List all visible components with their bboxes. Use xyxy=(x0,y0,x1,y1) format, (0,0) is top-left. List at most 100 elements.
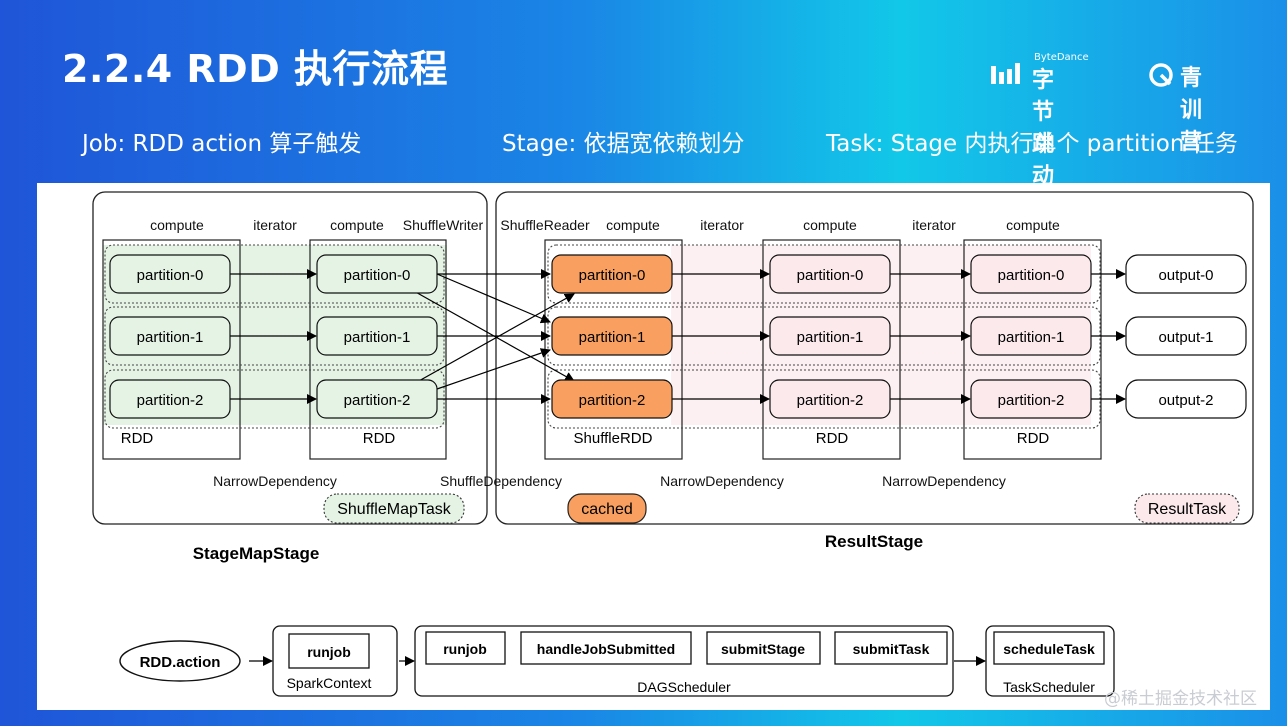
cached-label: cached xyxy=(581,501,633,518)
rdd-label: RDD xyxy=(121,430,154,447)
cached-partition-box xyxy=(551,316,673,356)
submit-task-label: submitTask xyxy=(853,641,930,657)
handle-job-submitted-label: handleJobSubmitted xyxy=(537,641,675,657)
partition-box xyxy=(769,254,891,294)
stage-map-stage-label: StageMapStage xyxy=(193,544,320,563)
submit-stage-label: submitStage xyxy=(721,641,805,657)
cached-partition-box xyxy=(551,379,673,419)
stage-map-stage-box xyxy=(92,191,488,525)
partition-label: partition-0 xyxy=(998,267,1065,284)
submit-task-box xyxy=(834,631,948,665)
partition-box xyxy=(970,254,1092,294)
rdd-column-1 xyxy=(102,239,241,460)
dag-runjob-label: runjob xyxy=(443,641,487,657)
label-compute-3: compute xyxy=(606,217,660,233)
spark-runjob-label: runjob xyxy=(307,644,351,660)
partition-box xyxy=(316,254,438,294)
output-label: output-2 xyxy=(1158,392,1213,409)
rdd-column-2 xyxy=(309,239,447,460)
subtitle-stage: Stage: 依据宽依赖划分 xyxy=(502,131,745,157)
label-shuffle-writer: ShuffleWriter xyxy=(403,217,484,233)
shuffle-rdd-label: ShuffleRDD xyxy=(574,430,653,447)
handle-job-submitted-box xyxy=(520,631,692,665)
label-iterator-3: iterator xyxy=(912,217,956,233)
shuffle-map-task-badge xyxy=(323,493,465,524)
partition-box xyxy=(316,379,438,419)
partition-label: partition-0 xyxy=(579,267,646,284)
partition-label: partition-2 xyxy=(579,392,646,409)
submit-stage-box xyxy=(706,631,821,665)
subtitle-task: Task: Stage 内执行单个 partition 任务 xyxy=(826,131,1238,157)
spark-context-label: SparkContext xyxy=(287,675,372,691)
label-iterator-2: iterator xyxy=(700,217,744,233)
bytedance-name: 字节跳动 xyxy=(1032,68,1055,189)
result-stage-label: ResultStage xyxy=(825,532,923,551)
subtitle-job: Job: RDD action 算子触发 xyxy=(82,131,362,157)
partition-label: partition-2 xyxy=(344,392,411,409)
label-compute-2: compute xyxy=(330,217,384,233)
partition-box xyxy=(109,379,231,419)
page-title: 2.2.4 RDD 执行流程 xyxy=(62,47,448,91)
partition-label: partition-1 xyxy=(998,329,1065,346)
partition-box xyxy=(109,254,231,294)
cached-partition-box xyxy=(551,254,673,294)
bytedance-small-text: ByteDance xyxy=(1034,52,1089,63)
dag-runjob-box xyxy=(425,631,506,665)
partition-label: partition-1 xyxy=(579,329,646,346)
rdd-action-label: RDD.action xyxy=(140,654,221,671)
partition-label: partition-1 xyxy=(797,329,864,346)
label-compute-5: compute xyxy=(1006,217,1060,233)
output-label: output-1 xyxy=(1158,329,1213,346)
rdd-action-node xyxy=(119,640,241,682)
partition-box xyxy=(109,316,231,356)
output-label: output-0 xyxy=(1158,267,1213,284)
partition-box xyxy=(970,379,1092,419)
bytedance-bars-logo-icon xyxy=(991,63,1020,84)
schedule-task-box xyxy=(993,631,1105,665)
label-compute-1: compute xyxy=(150,217,204,233)
result-task-label: ResultTask xyxy=(1148,501,1227,518)
dag-scheduler-label: DAGScheduler xyxy=(637,679,731,695)
output-box xyxy=(1125,379,1247,419)
output-box xyxy=(1125,254,1247,294)
partition-label: partition-0 xyxy=(344,267,411,284)
rdd-column-4 xyxy=(963,239,1102,460)
partition-box xyxy=(769,316,891,356)
label-shuffle-reader: ShuffleReader xyxy=(500,217,590,233)
partition-box xyxy=(769,379,891,419)
rdd-label: RDD xyxy=(363,430,396,447)
partition-label: partition-2 xyxy=(137,392,204,409)
dependency-arrows xyxy=(230,269,1126,404)
rdd-execution-diagram: compute iterator compute ShuffleWriter S… xyxy=(92,191,1254,697)
rdd-label: RDD xyxy=(1017,430,1050,447)
camp-name: 青训营 xyxy=(1180,66,1203,155)
camp-logo-icon xyxy=(1149,63,1173,87)
rdd-label: RDD xyxy=(816,430,849,447)
label-compute-4: compute xyxy=(803,217,857,233)
task-scheduler-label: TaskScheduler xyxy=(1003,679,1095,695)
narrow-dependency-label: NarrowDependency xyxy=(213,473,337,489)
label-iterator-1: iterator xyxy=(253,217,297,233)
cached-badge xyxy=(567,493,647,524)
result-task-badge xyxy=(1134,493,1240,524)
partition-box xyxy=(316,316,438,356)
diagram-panel: compute iterator compute ShuffleWriter S… xyxy=(37,183,1270,710)
partition-label: partition-0 xyxy=(137,267,204,284)
partition-label: partition-0 xyxy=(797,267,864,284)
partition-label: partition-1 xyxy=(137,329,204,346)
shuffle-map-task-label: ShuffleMapTask xyxy=(337,501,452,518)
rdd-column-3 xyxy=(762,239,901,460)
watermark: @稀土掘金技术社区 xyxy=(1104,689,1257,709)
spark-runjob-box xyxy=(288,633,370,669)
partition-label: partition-2 xyxy=(998,392,1065,409)
narrow-dependency-label: NarrowDependency xyxy=(660,473,784,489)
partition-label: partition-1 xyxy=(344,329,411,346)
narrow-dependency-label: NarrowDependency xyxy=(882,473,1006,489)
partition-label: partition-2 xyxy=(797,392,864,409)
output-box xyxy=(1125,316,1247,356)
schedule-task-label: scheduleTask xyxy=(1003,641,1095,657)
shuffle-dependency-label: ShuffleDependency xyxy=(440,473,562,489)
partition-box xyxy=(970,316,1092,356)
result-stage-box xyxy=(495,191,1254,525)
